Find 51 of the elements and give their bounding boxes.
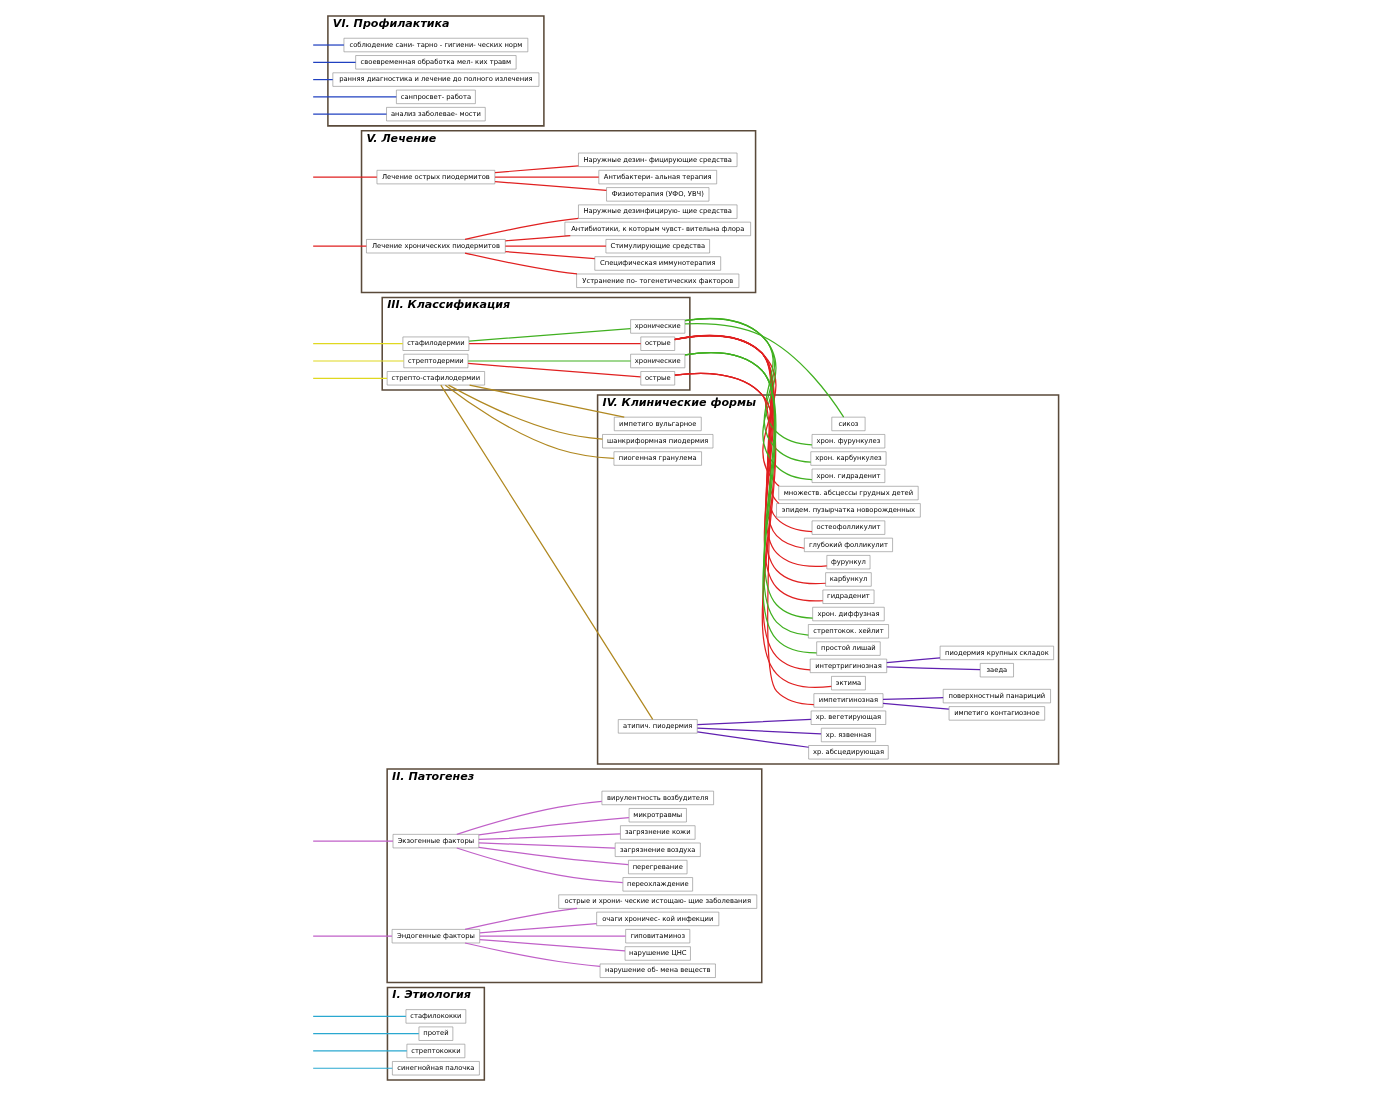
connector <box>312 1050 408 1052</box>
connector <box>696 731 810 748</box>
connector <box>479 923 598 934</box>
connector <box>494 165 579 174</box>
connector <box>456 800 603 835</box>
connector <box>464 252 578 275</box>
connector <box>886 666 981 671</box>
connector <box>478 842 616 849</box>
connector <box>440 384 654 720</box>
connector <box>312 61 357 63</box>
connector <box>312 176 378 178</box>
connector <box>478 816 630 836</box>
connector <box>882 702 950 710</box>
connector <box>312 840 394 842</box>
connector <box>447 384 604 440</box>
connector <box>504 245 607 247</box>
connector <box>312 1015 407 1018</box>
connector <box>478 833 621 841</box>
connector <box>444 384 615 460</box>
connector <box>312 935 393 937</box>
connector <box>494 181 607 191</box>
connector <box>504 235 571 242</box>
connector <box>479 935 627 937</box>
connector <box>312 78 334 81</box>
connector <box>684 323 845 418</box>
connector <box>468 327 632 342</box>
connector <box>456 847 624 884</box>
connector <box>312 377 388 379</box>
connector <box>696 718 812 726</box>
connector <box>696 727 822 735</box>
connector <box>312 1067 393 1069</box>
connector <box>464 907 578 930</box>
connector <box>674 372 832 688</box>
connector <box>478 846 629 866</box>
connector <box>312 96 397 98</box>
connector <box>464 217 579 240</box>
connector <box>312 113 388 115</box>
connector <box>882 697 944 701</box>
connector <box>504 251 596 260</box>
connector <box>312 360 405 362</box>
connector <box>312 343 404 345</box>
connector <box>464 942 601 968</box>
connector <box>312 44 345 46</box>
connector <box>468 343 642 345</box>
connector <box>312 245 367 247</box>
connector <box>312 1033 420 1035</box>
connector <box>467 362 642 378</box>
connector <box>479 938 626 952</box>
connector <box>468 384 625 418</box>
connector <box>886 657 941 664</box>
connector <box>494 176 600 178</box>
